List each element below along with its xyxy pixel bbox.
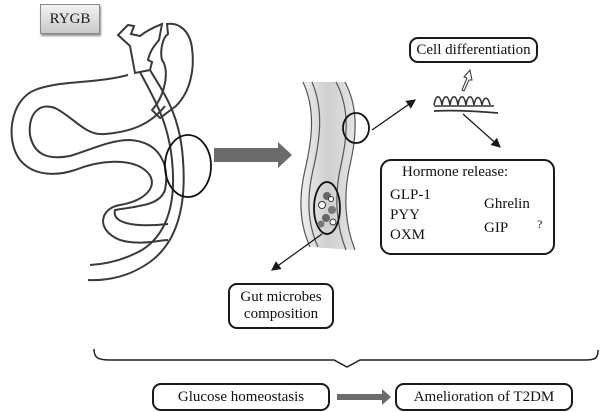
uncertain-hormones-list: Ghrelin GIP [484,192,530,240]
rygb-focus-circle [164,134,212,198]
hormone-item: Ghrelin [484,196,530,212]
glucose-homeostasis-box: Glucose homeostasis [152,383,330,411]
gut-microbes-line2: composition [243,306,319,322]
procedure-label: RYGB [40,4,100,34]
arrow-to-villi [371,99,416,131]
rygb-anatomy [10,22,194,282]
summary-brace [93,348,599,368]
villi-icon [433,95,499,114]
hormone-item: OXM [390,227,426,243]
gut-microbes-line1: Gut microbes [240,289,322,305]
epithelium-focus-circle [342,112,370,144]
zoom-arrow [214,142,292,168]
result-arrow [337,389,391,405]
hormone-item: PYY [390,207,421,223]
arrow-to-hormones [462,113,501,148]
intestine-section [300,81,356,251]
hormone-item: GLP-1 [390,187,431,203]
question-mark-icon: ? [537,217,543,231]
hormone-release-title: Hormone release: [402,164,509,180]
gut-microbes-box: Gut microbes composition [228,283,334,329]
microbes-cluster [313,181,341,235]
cell-differentiation-box: Cell differentiation [409,37,538,63]
hormone-release-box: Hormone release: GLP-1 PYY OXM Ghrelin G… [380,159,555,255]
hollow-up-arrow [461,68,473,92]
arrow-to-microbes [271,233,323,271]
hormone-item: GIP [484,220,509,236]
increased-hormones-list: GLP-1 PYY OXM [390,185,431,245]
amelioration-box: Amelioration of T2DM [395,383,573,411]
